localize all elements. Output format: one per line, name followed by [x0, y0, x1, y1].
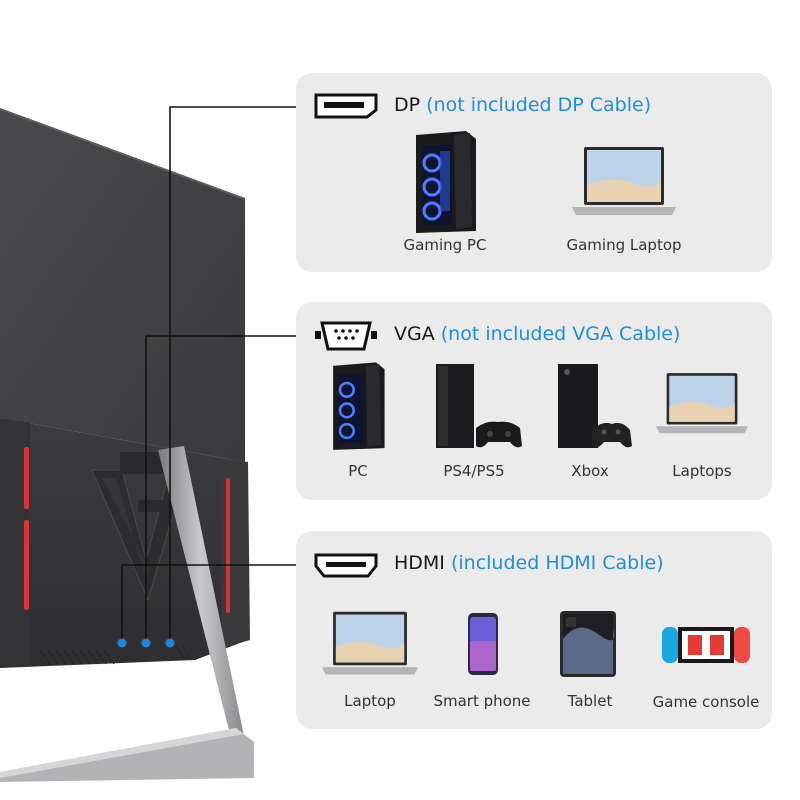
vga-leader-line: [145, 335, 297, 640]
device-label: Gaming Laptop: [566, 236, 682, 254]
device-tablet: Tablet: [542, 603, 638, 719]
device-label: Tablet: [567, 692, 613, 710]
port-markers: [117, 638, 175, 648]
port-name: HDMI: [394, 552, 445, 574]
hdmi-port-dot: [117, 638, 127, 648]
laptop-icon: [572, 147, 676, 215]
hdmi-title: HDMI (included HDMI Cable): [394, 552, 664, 574]
device-label: Game console: [652, 693, 760, 711]
device-xbox: Xbox: [542, 362, 638, 482]
vga-port-icon: [315, 321, 377, 351]
vga-title: VGA (not included VGA Cable): [394, 323, 680, 345]
device-label: PS4/PS5: [443, 462, 505, 480]
device-gaming-laptop: Gaming Laptop: [564, 131, 684, 261]
laptop-icon: [322, 611, 418, 675]
dp-leader-line: [169, 106, 297, 640]
gaming-pc-icon: [333, 362, 385, 450]
hdmi-port-icon: [314, 553, 378, 578]
device-label: Smart phone: [433, 692, 531, 710]
device-gaming-pc: Gaming PC: [400, 131, 490, 261]
port-name: VGA: [394, 323, 435, 345]
device-label: PC: [348, 462, 368, 480]
connector-leader-lines: [121, 106, 297, 640]
device-pc: PC: [316, 362, 400, 482]
smartphone-icon: [468, 613, 498, 675]
device-label: Laptops: [672, 462, 732, 480]
monitor-back-panel: [0, 108, 245, 462]
device-label: Laptop: [344, 692, 396, 710]
game-console-icon: [662, 627, 750, 663]
dp-connection-panel: DP (not included DP Cable) Gaming PC Gam…: [296, 73, 772, 272]
vga-port-dot: [141, 638, 151, 648]
playstation-console-icon: [436, 364, 522, 448]
laptop-icon: [656, 373, 748, 434]
hdmi-connection-panel: HDMI (included HDMI Cable) Laptop Smart …: [296, 531, 772, 729]
port-name: DP: [394, 94, 421, 116]
gaming-pc-icon: [416, 131, 476, 233]
device-ps4-ps5: PS4/PS5: [424, 362, 524, 482]
displayport-icon: [314, 93, 378, 119]
cable-note: (not included DP Cable): [426, 94, 652, 116]
monitor-stand: [0, 446, 254, 782]
dp-port-dot: [165, 638, 175, 648]
dp-title: DP (not included DP Cable): [394, 94, 651, 116]
cable-note: (included HDMI Cable): [450, 552, 664, 574]
hdmi-leader-line: [121, 564, 297, 640]
device-game-console: Game console: [648, 603, 764, 719]
tablet-icon: [560, 611, 616, 677]
device-laptop: Laptop: [320, 603, 420, 719]
cable-note: (not included VGA Cable): [440, 323, 681, 345]
vga-connection-panel: VGA (not included VGA Cable) PC PS4/PS5: [296, 302, 772, 500]
device-smart-phone: Smart phone: [432, 603, 532, 719]
device-label: Gaming PC: [403, 236, 487, 254]
device-laptops: Laptops: [652, 362, 752, 482]
device-label: Xbox: [571, 462, 609, 480]
xbox-console-icon: [558, 364, 632, 448]
